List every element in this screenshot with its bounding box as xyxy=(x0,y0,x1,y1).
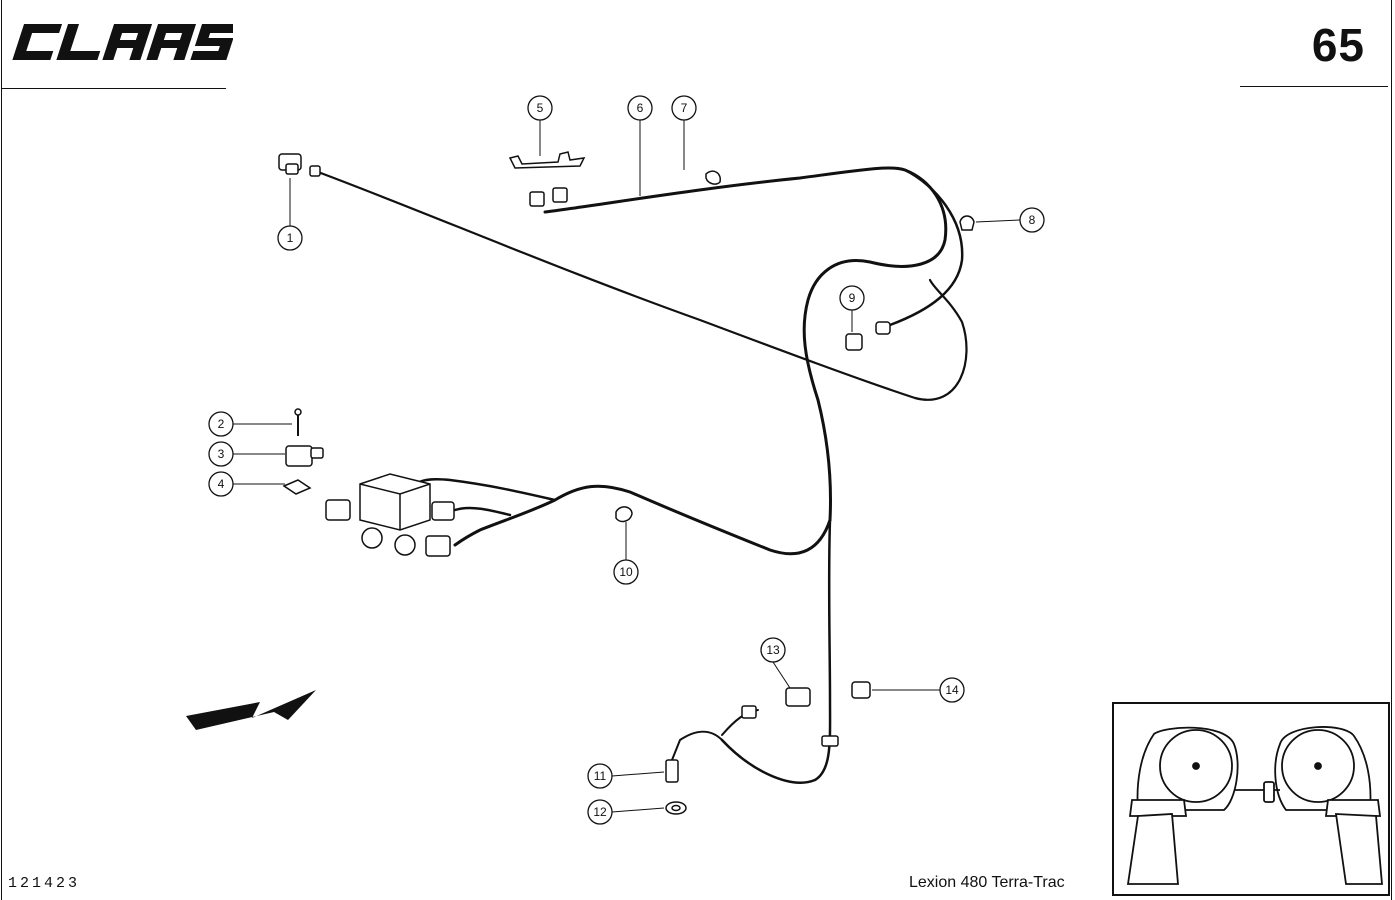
valve-coil-left xyxy=(325,499,351,521)
svg-text:2: 2 xyxy=(218,417,225,431)
plate-part-4 xyxy=(282,479,312,495)
callout-9: 9 xyxy=(839,285,865,311)
bracket-part-5 xyxy=(508,151,586,169)
svg-text:3: 3 xyxy=(218,447,225,461)
svg-text:13: 13 xyxy=(766,643,780,657)
callout-1: 1 xyxy=(277,225,303,251)
callout-10: 10 xyxy=(613,559,639,585)
svg-text:8: 8 xyxy=(1029,213,1036,227)
valve-block xyxy=(359,473,431,531)
direction-arrow xyxy=(186,690,316,730)
harness-to-sensor xyxy=(671,730,723,761)
harness-lower-branch2 xyxy=(453,506,512,517)
bracket-right xyxy=(1334,813,1383,885)
valve-coil-right xyxy=(431,501,455,521)
svg-text:7: 7 xyxy=(681,101,688,115)
callout-12: 12 xyxy=(587,799,613,825)
callout-7: 7 xyxy=(671,95,697,121)
top-right-rule xyxy=(1240,86,1388,87)
cable-plug xyxy=(309,165,321,177)
document-code: 121423 xyxy=(8,875,81,892)
svg-text:10: 10 xyxy=(619,565,633,579)
plug-part-8 xyxy=(959,215,975,231)
callout-2: 2 xyxy=(208,411,234,437)
callout-4: 4 xyxy=(208,471,234,497)
svg-text:1: 1 xyxy=(287,231,294,245)
callout-11: 11 xyxy=(587,763,613,789)
callout-14: 14 xyxy=(939,677,965,703)
callout-8: 8 xyxy=(1019,207,1045,233)
page-number: 65 xyxy=(1311,19,1365,71)
inset-detail xyxy=(1112,702,1390,896)
connector-a xyxy=(529,191,545,207)
svg-text:6: 6 xyxy=(637,101,644,115)
connector-b xyxy=(552,187,568,203)
brand-logo xyxy=(8,18,239,71)
valve-coil-lower xyxy=(425,535,451,557)
connector-13 xyxy=(741,705,757,719)
sensor-part-9 xyxy=(845,333,863,351)
cable-long xyxy=(316,170,968,401)
callout-6: 6 xyxy=(627,95,653,121)
right-border xyxy=(1391,0,1392,900)
sensor-part-13 xyxy=(785,687,811,707)
model-name: Lexion 480 Terra-Trac xyxy=(909,874,1065,891)
callout-13: 13 xyxy=(760,637,786,663)
harness-upper xyxy=(543,166,948,522)
bracket-left xyxy=(1126,813,1179,885)
callout-5: 5 xyxy=(527,95,553,121)
svg-text:12: 12 xyxy=(593,805,607,819)
top-left-rule xyxy=(2,88,226,89)
harness-lower xyxy=(453,484,832,556)
clip-part-7 xyxy=(705,170,721,185)
svg-text:14: 14 xyxy=(945,683,959,697)
connector-part-14 xyxy=(851,681,871,699)
svg-text:4: 4 xyxy=(218,477,225,491)
svg-text:11: 11 xyxy=(594,769,607,783)
harness-lower-branch xyxy=(413,477,557,502)
left-border xyxy=(1,0,2,900)
svg-text:5: 5 xyxy=(537,101,544,115)
svg-text:9: 9 xyxy=(849,291,856,305)
callout-3: 3 xyxy=(208,441,234,467)
sensor-part-11 xyxy=(665,759,679,783)
coil-part-3 xyxy=(285,445,313,467)
clip-part-10 xyxy=(615,506,633,523)
harness-upper-branch xyxy=(888,168,964,327)
